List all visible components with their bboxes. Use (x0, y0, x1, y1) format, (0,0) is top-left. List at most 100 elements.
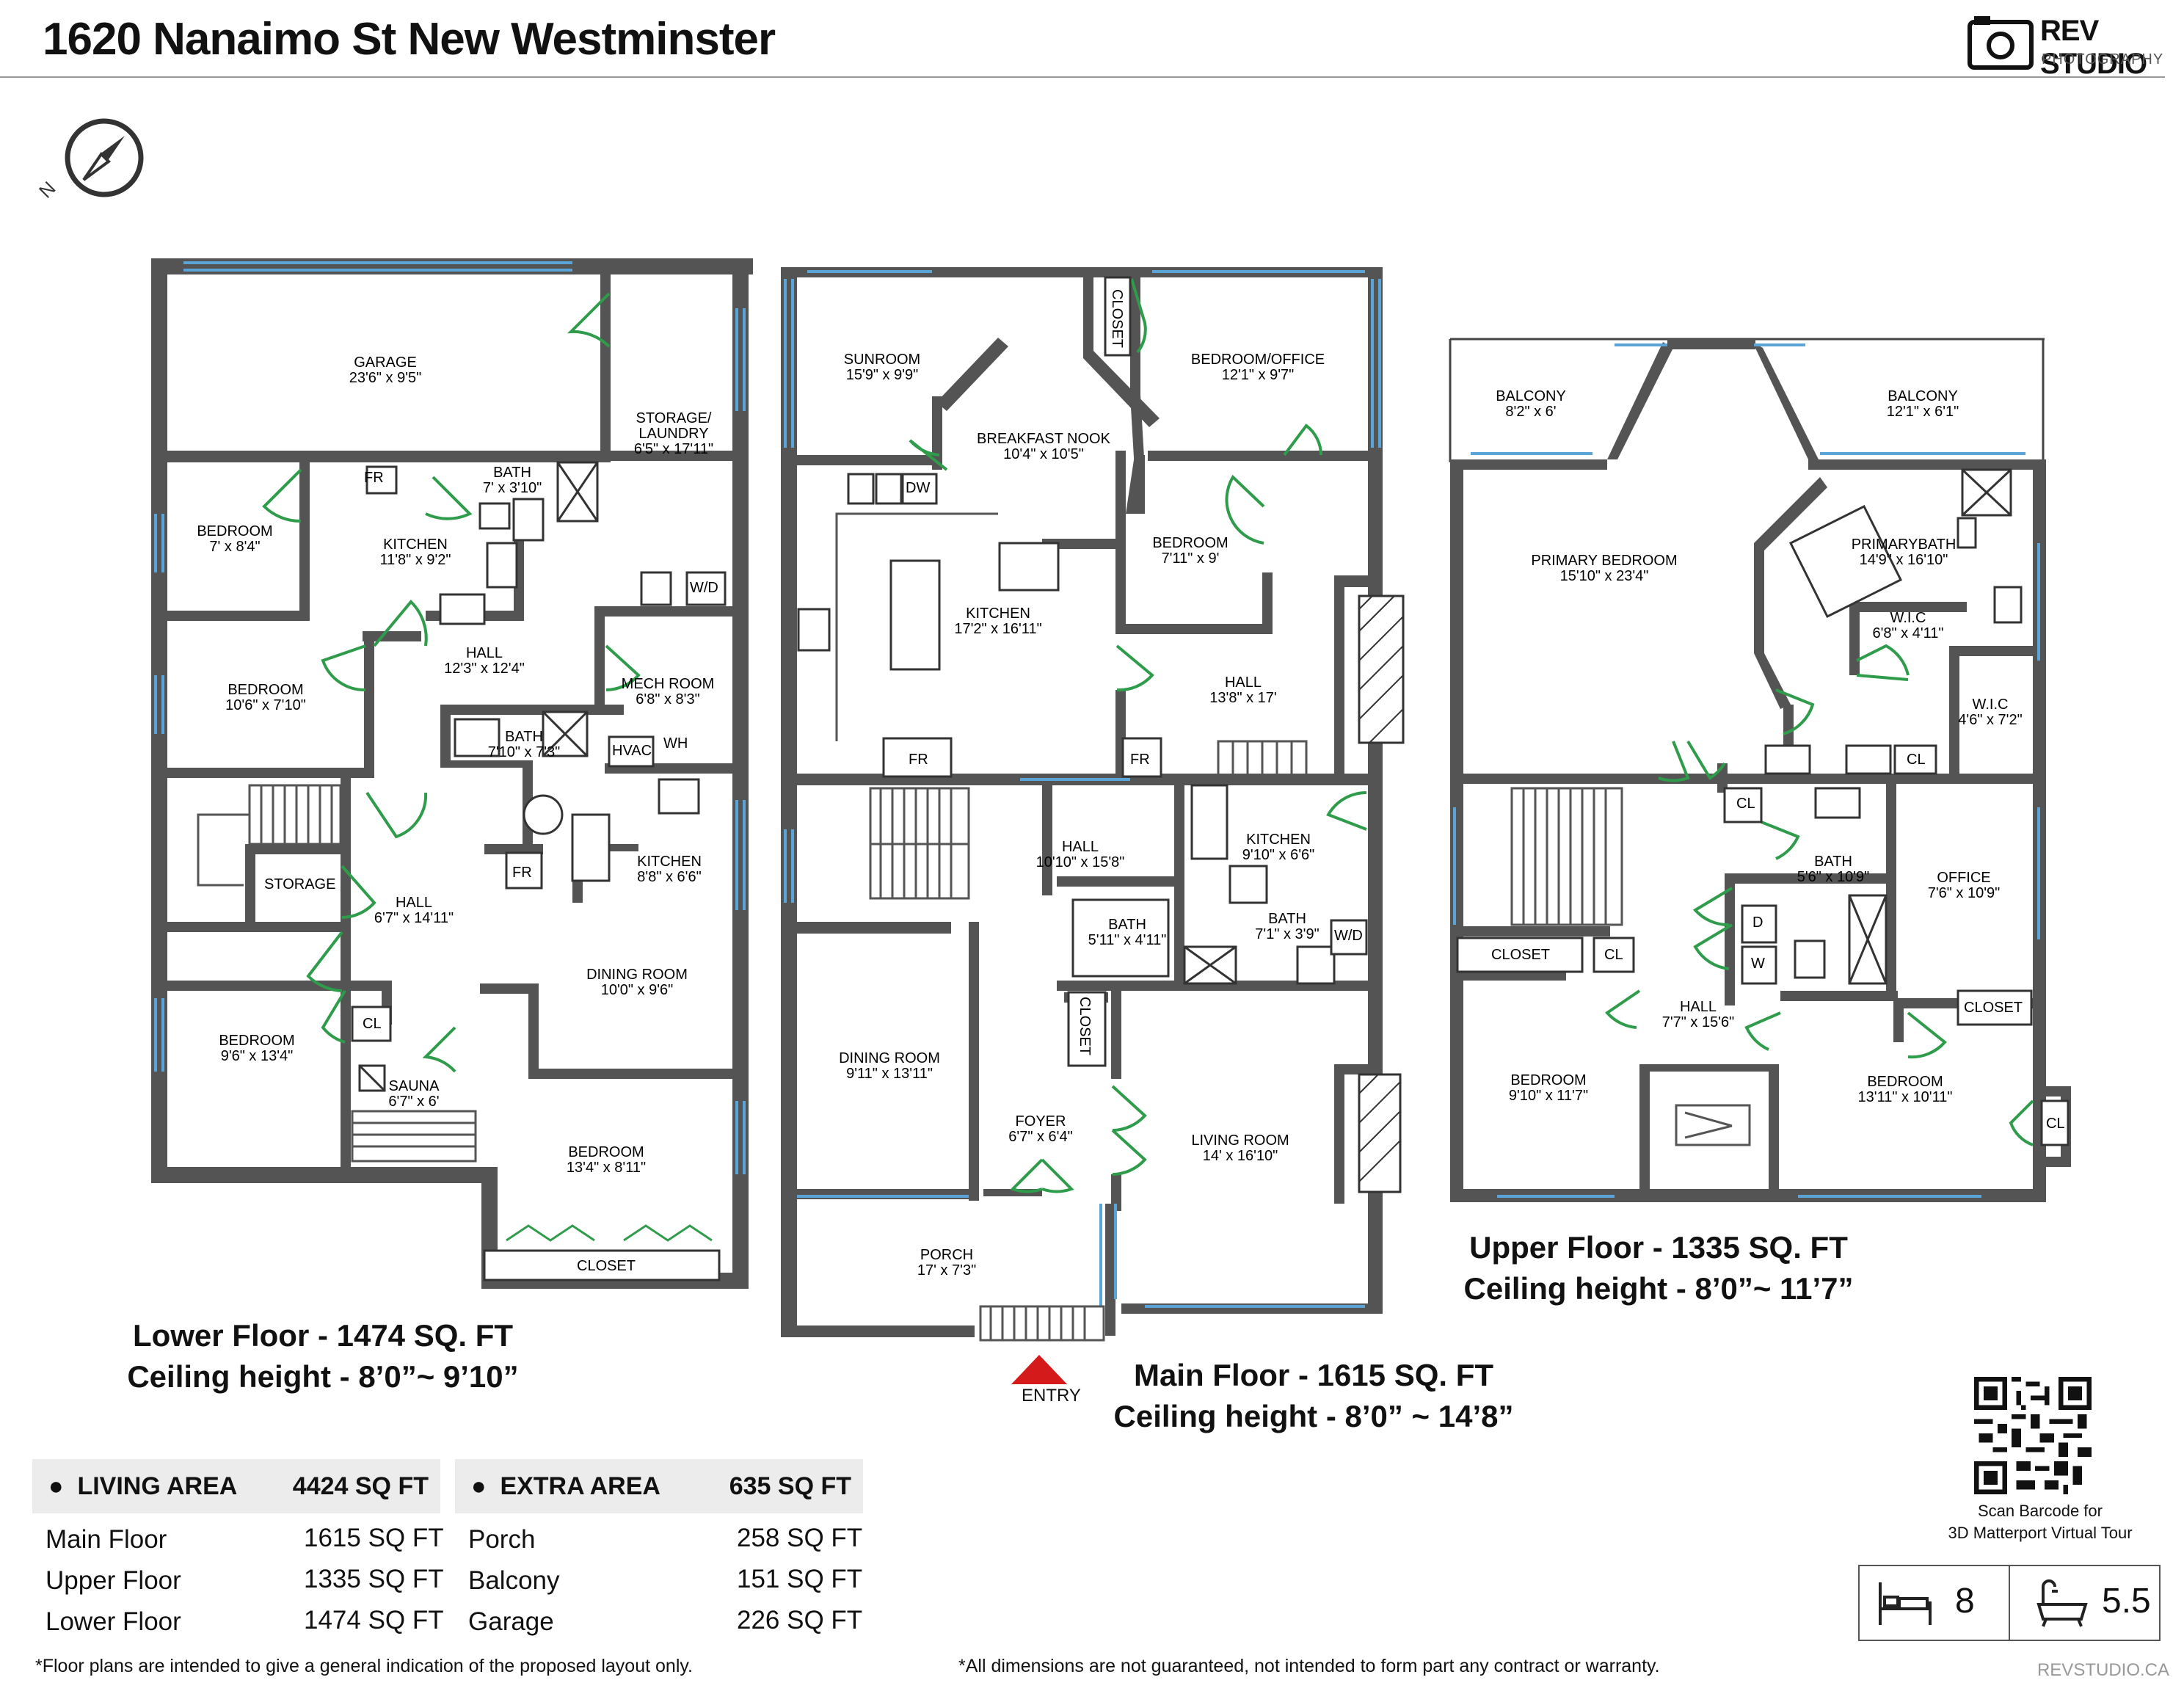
footer-disclaimer-dimensions: *All dimensions are not guaranteed, not … (958, 1656, 1660, 1676)
living-area-heading: LIVING AREA (77, 1472, 238, 1500)
footer-disclaimer-layout: *Floor plans are intended to give a gene… (35, 1656, 693, 1676)
living-row-value: 1474 SQ FT (304, 1606, 444, 1634)
page-title: 1620 Nanaimo St New Westminster (43, 14, 776, 65)
extra-area-header: ● EXTRA AREA 635 SQ FT (455, 1459, 863, 1513)
closet-cl-upper-3: CL (1604, 947, 1623, 963)
logo-subtitle: PHOTOGRAPHY (2042, 51, 2164, 68)
living-area-header: ● LIVING AREA 4424 SQ FT (32, 1459, 440, 1513)
extra-row-value: 258 SQ FT (737, 1524, 863, 1552)
entry-label: ENTRY (1022, 1386, 1081, 1405)
extra-row-label: Garage (468, 1607, 554, 1636)
fridge-label-2: FR (512, 865, 532, 881)
closet-label: CLOSET (577, 1258, 636, 1274)
fridge-label-main-1: FR (909, 752, 928, 768)
bed-icon (1879, 1582, 1932, 1625)
brand-logo: REV STUDIO PHOTOGRAPHY (1967, 12, 2172, 80)
extra-row-label: Balcony (468, 1566, 560, 1595)
header-divider (0, 76, 2165, 78)
living-area-total: 4424 SQ FT (292, 1472, 429, 1500)
qr-caption: Scan Barcode for 3D Matterport Virtual T… (1932, 1500, 2149, 1544)
closet-cl-upper-1: CL (1736, 796, 1755, 812)
washer-dryer-label: W/D (690, 580, 718, 596)
hvac-label: HVAC (612, 743, 652, 759)
camera-icon (1968, 16, 2034, 70)
qr-code-icon[interactable] (1974, 1377, 2092, 1494)
bathtub-icon (2036, 1579, 2088, 1627)
living-row-label: Lower Floor (46, 1607, 181, 1636)
storage-label: STORAGE (264, 876, 336, 892)
bathroom-count: 5.5 (2102, 1582, 2151, 1621)
qr-caption-line-2: 3D Matterport Virtual Tour (1948, 1524, 2133, 1542)
extra-area-total: 635 SQ FT (729, 1472, 851, 1500)
qr-caption-line-1: Scan Barcode for (1978, 1502, 2103, 1520)
footer-website[interactable]: REVSTUDIO.CA (2036, 1660, 2169, 1680)
closet-label-main-2: CLOSET (1077, 997, 1093, 1056)
bedroom-count: 8 (1955, 1582, 1975, 1621)
closet-cl-upper-4: CL (2046, 1116, 2065, 1132)
closet-label-upper-2: CLOSET (1964, 1000, 2023, 1016)
closet-cl-upper-2: CL (1907, 752, 1926, 768)
extra-row-value: 151 SQ FT (737, 1565, 863, 1593)
dryer-label: D (1752, 914, 1763, 931)
living-row-label: Upper Floor (46, 1566, 181, 1595)
closet-label-main-1: CLOSET (1109, 289, 1125, 349)
closet-cl-label: CL (363, 1016, 382, 1032)
living-row-value: 1615 SQ FT (304, 1524, 444, 1552)
living-row-value: 1335 SQ FT (304, 1565, 444, 1593)
extra-area-heading: EXTRA AREA (500, 1472, 660, 1500)
washer-dryer-label-main: W/D (1334, 928, 1363, 944)
water-heater-label: WH (663, 735, 688, 752)
compass-icon: N (37, 118, 144, 203)
extra-row-label: Porch (468, 1525, 536, 1554)
stats-divider (2009, 1566, 2010, 1640)
dishwasher-label: DW (906, 480, 931, 496)
living-row-label: Main Floor (46, 1525, 167, 1554)
fridge-label: FR (364, 470, 384, 486)
washer-label: W (1751, 956, 1765, 972)
room-count-box: 8 5.5 (1858, 1565, 2161, 1641)
